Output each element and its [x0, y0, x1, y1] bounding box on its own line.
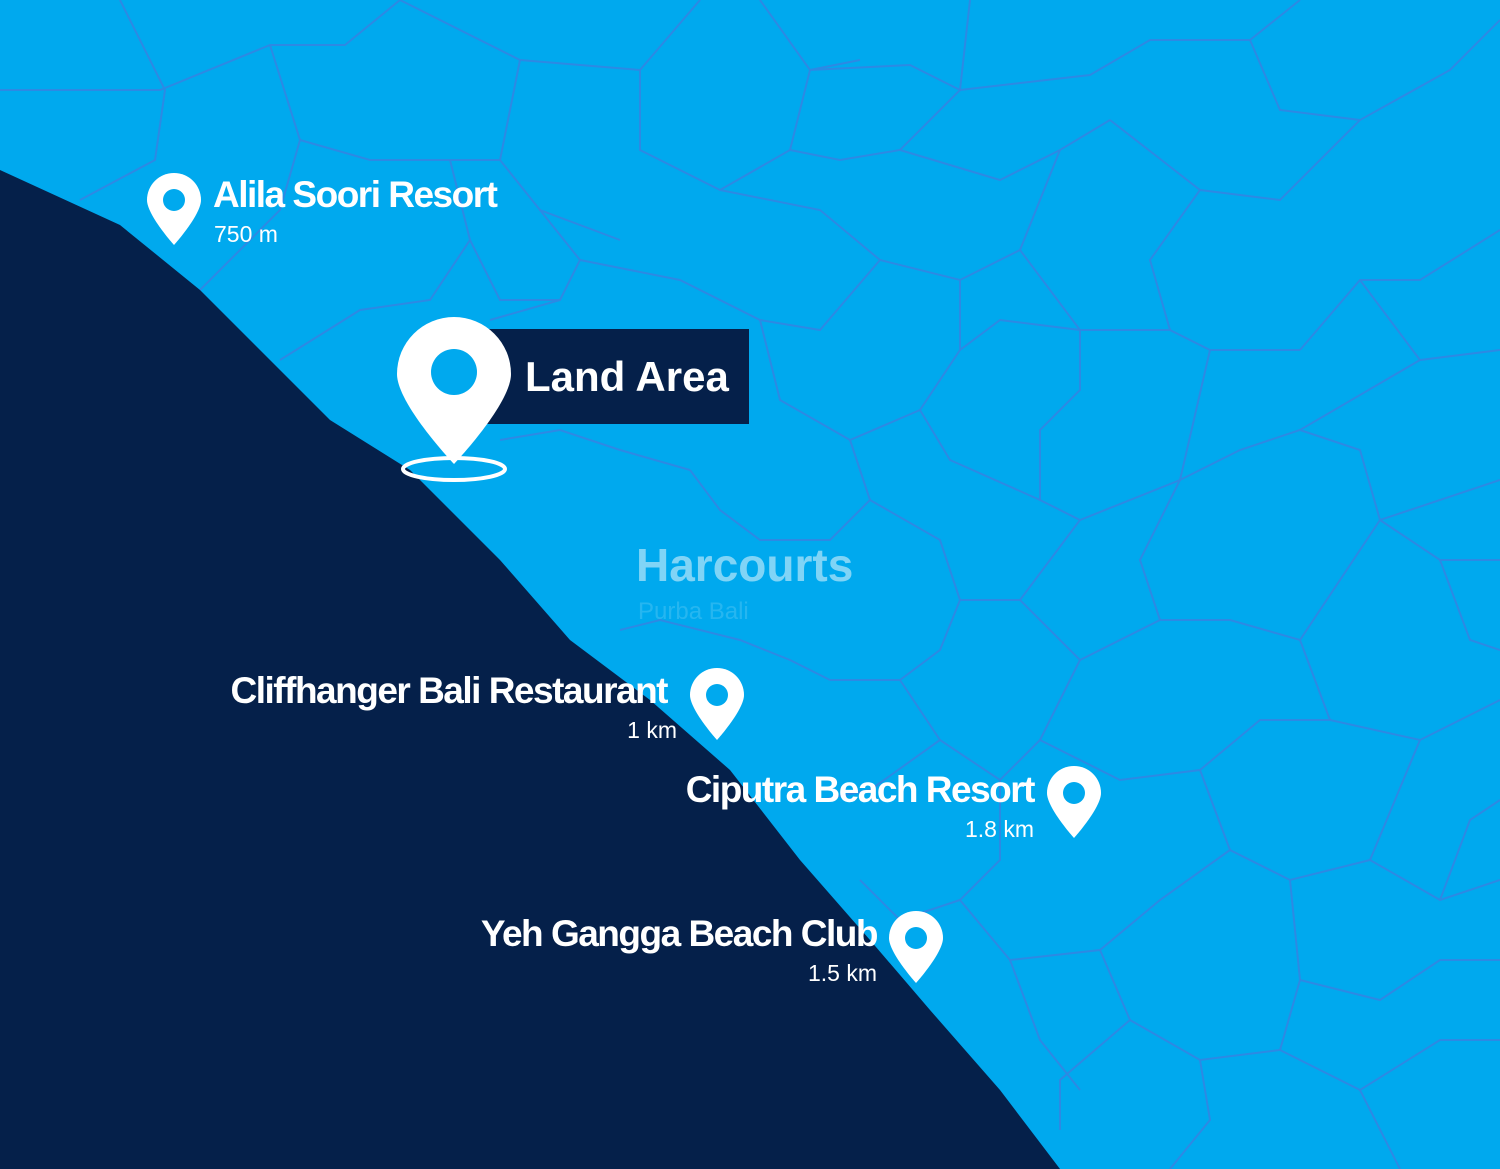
place-name-yeh-gangga-beach-club: Yeh Gangga Beach Club [480, 913, 879, 954]
map-pin-icon[interactable] [887, 911, 945, 983]
map-pin-icon[interactable] [145, 173, 203, 245]
land-area-label: Land Area [525, 353, 729, 400]
map-pin-icon[interactable] [395, 316, 513, 486]
place-distance-cliffhanger-bali-restaurant: 1 km [627, 717, 677, 743]
map-pin-icon[interactable] [1045, 766, 1103, 838]
coastline-land [0, 170, 1060, 1169]
harcourts-watermark: Harcourts [636, 539, 854, 591]
place-distance-ciputra-beach-resort: 1.8 km [964, 816, 1034, 842]
land-area-label-box [486, 329, 749, 424]
harcourts-watermark-sub: Purba Bali [638, 598, 749, 625]
place-name-ciputra-beach-resort: Ciputra Beach Resort [685, 769, 1036, 810]
place-name-alila-soori-resort: Alila Soori Resort [213, 174, 498, 215]
place-distance-yeh-gangga-beach-club: 1.5 km [807, 960, 877, 986]
map-pin-icon[interactable] [688, 668, 746, 740]
place-name-cliffhanger-bali-restaurant: Cliffhanger Bali Restaurant [230, 670, 669, 711]
place-distance-alila-soori-resort: 750 m [214, 221, 278, 247]
